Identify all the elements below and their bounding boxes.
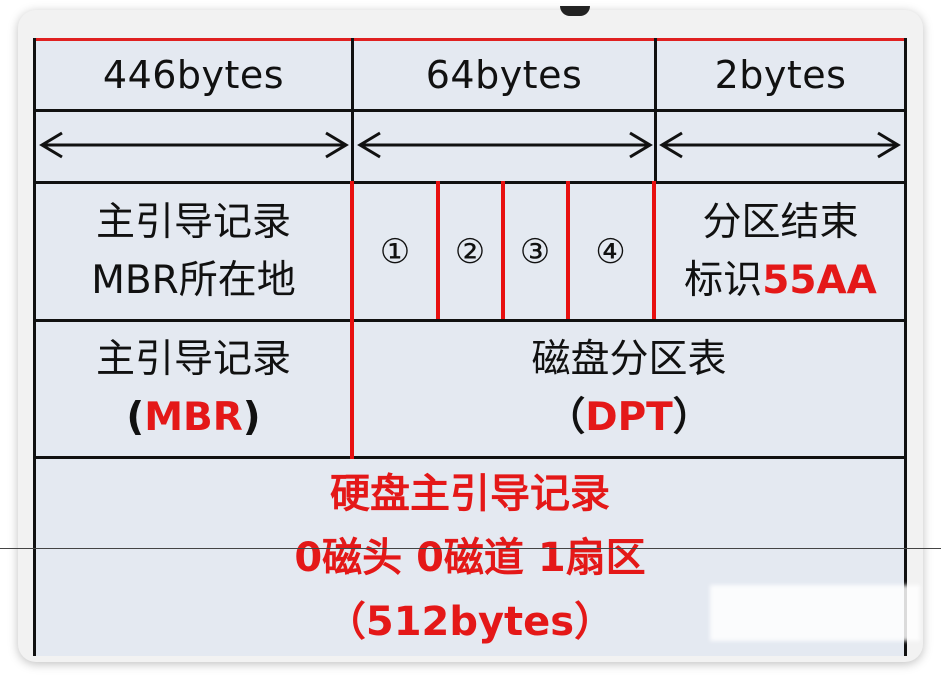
- end-marker-prefix: 标识: [684, 257, 763, 303]
- dpt-name-cell: 磁盘分区表 （DPT）: [354, 322, 904, 456]
- partition-entry-2: ②: [454, 231, 486, 272]
- grid-line: [36, 109, 904, 112]
- red-divider: [566, 181, 570, 319]
- grid-line: [351, 38, 354, 184]
- dpt-abbr-line: （DPT）: [546, 389, 712, 447]
- top-red-border: [36, 38, 904, 41]
- red-divider: [350, 181, 354, 459]
- header-64bytes: 64bytes: [425, 53, 583, 97]
- mbr-structure-diagram: 446bytes 64bytes 2bytes 主引导记录 MBR所在地 ① ②…: [33, 38, 907, 656]
- mbr-paren-open: (: [126, 395, 145, 440]
- red-divider: [652, 181, 656, 319]
- grid-line: [654, 38, 657, 184]
- mbr-abbr: MBR: [144, 395, 243, 440]
- overlay-line: [0, 548, 941, 549]
- mbr-paren-close: ): [242, 395, 261, 440]
- header-2bytes: 2bytes: [714, 53, 847, 97]
- partition-entry-1: ①: [379, 231, 411, 272]
- end-marker-cell: 分区结束 标识55AA: [657, 184, 904, 319]
- mbr-name-cell: 主引导记录 (MBR): [36, 322, 351, 456]
- span-arrows: [39, 131, 901, 159]
- mbr-location-line2: MBR所在地: [91, 257, 296, 303]
- grid-line: [36, 181, 904, 184]
- bottom-line3: （512bytes）: [325, 598, 615, 645]
- mbr-abbr-line: (MBR): [126, 389, 260, 447]
- top-mark: [560, 6, 590, 16]
- header-446bytes: 446bytes: [102, 53, 285, 97]
- partition-entry-4: ④: [595, 231, 626, 272]
- dpt-name: 磁盘分区表: [531, 337, 727, 382]
- mbr-location-cell: 主引导记录 MBR所在地: [36, 184, 351, 319]
- dpt-abbr: DPT: [585, 395, 673, 440]
- bottom-summary-cell: 硬盘主引导记录 0磁头 0磁道 1扇区 （512bytes）: [36, 459, 904, 656]
- bottom-line2: 0磁头 0磁道 1扇区: [294, 534, 646, 581]
- end-marker-line2: 标识55AA: [684, 252, 877, 310]
- mbr-name: 主引导记录: [95, 337, 291, 382]
- signature-55aa: 55AA: [762, 257, 877, 303]
- partition-entry-3: ③: [519, 231, 551, 272]
- red-divider: [501, 181, 505, 319]
- end-marker-line1: 分区结束: [702, 199, 859, 245]
- grid-line: [36, 456, 904, 459]
- mbr-location-line1: 主引导记录: [95, 199, 291, 245]
- red-divider: [436, 181, 440, 319]
- grid-line: [36, 319, 904, 322]
- bottom-line1: 硬盘主引导记录: [330, 470, 610, 517]
- dpt-paren-close: ）: [672, 395, 712, 440]
- dpt-paren-open: （: [546, 395, 586, 440]
- watermark-blur: [710, 585, 920, 641]
